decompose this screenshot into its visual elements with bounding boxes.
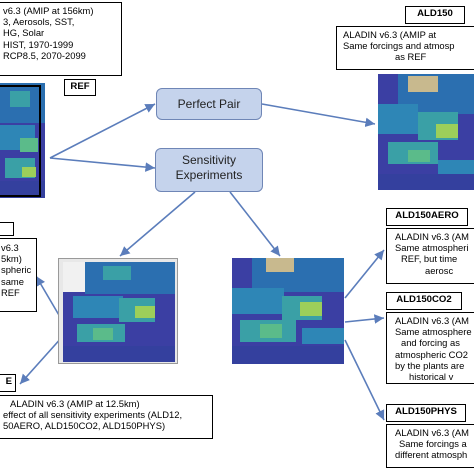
ald150aero-description-box: ALADIN v6.3 (AM Same atmospheri REF, but… — [386, 228, 474, 284]
all-sensitivity-description-box: ALADIN v6.3 (AMIP at 12.5km) effect of a… — [0, 395, 213, 439]
ald150-line-2: Same forcings and atmosp — [343, 40, 455, 52]
arrow-perfect-pair-to-ald150 — [261, 103, 376, 128]
ref-line-5: RCP8.5, 2070-2099 — [3, 49, 86, 61]
ald150co2-line-2: Same atmosphere — [395, 326, 472, 338]
left-box-line-5: REF — [1, 286, 20, 298]
bottom-line-2: effect of all sensitivity experiments (A… — [3, 409, 183, 421]
left-experiment-box: v6.3 5km) spheric same REF — [0, 238, 37, 312]
ald150phys-description-box: ALADIN v6.3 (AM Same forcings a differen… — [386, 424, 474, 468]
sensitivity-label-line-2: Experiments — [175, 168, 243, 182]
arrow-ref-to-perfect-pair — [49, 103, 156, 159]
left-box-line-4: same — [1, 275, 24, 287]
ald150co2-line-5: by the plants are — [395, 359, 465, 371]
bottom-line-3: 50AERO, ALD150CO2, ALD150PHYS) — [3, 420, 166, 432]
ald150co2-tag: ALD150CO2 — [386, 292, 462, 310]
ald150co2-line-4: atmospheric CO2 — [395, 348, 468, 360]
left-map — [63, 262, 175, 362]
arrow-sensitivity-to-middle-map — [229, 191, 281, 257]
bottom-line-1: ALADIN v6.3 (AMIP at 12.5km) — [10, 398, 140, 409]
arrow-middle-to-co2 — [344, 314, 385, 324]
ald150aero-line-1: ALADIN v6.3 (AM — [395, 231, 469, 242]
ref-map-frame — [0, 85, 41, 197]
ald150phys-tag: ALD150PHYS — [386, 404, 466, 422]
ald150co2-line-3: and forcing as — [401, 337, 460, 349]
bottom-partial-tag: E — [0, 374, 16, 392]
ald150-line-1: ALADIN v6.3 (AMIP at — [343, 29, 437, 40]
ald150co2-line-1: ALADIN v6.3 (AM — [395, 315, 469, 326]
ref-line-2: 3, Aerosols, SST, — [3, 16, 75, 28]
ref-tag: REF — [64, 79, 96, 96]
sensitivity-experiments-node: Sensitivity Experiments — [155, 148, 263, 192]
ref-line-4: HIST, 1970-1999 — [3, 38, 74, 50]
ald150phys-line-3: different atmosph — [395, 449, 468, 461]
arrow-left-map-to-bottom-box — [19, 335, 64, 385]
ald150-map — [378, 74, 474, 190]
ald150phys-line-2: Same forcings a — [399, 438, 467, 450]
ald150-tag: ALD150 — [405, 6, 465, 24]
ald150aero-line-4: aerosc — [425, 264, 454, 276]
left-box-line-3: spheric — [1, 264, 32, 276]
ald150aero-tag: ALD150AERO — [386, 208, 468, 226]
arrow-middle-to-phys — [344, 339, 385, 421]
ref-line-3: HG, Solar — [3, 27, 45, 39]
arrow-ref-to-sensitivity — [49, 157, 156, 172]
arrow-middle-to-aero — [344, 249, 385, 299]
ald150co2-description-box: ALADIN v6.3 (AM Same atmosphere and forc… — [386, 312, 474, 384]
ald150-description-box: ALADIN v6.3 (AMIP at Same forcings and a… — [336, 26, 474, 70]
ref-map — [0, 83, 45, 198]
left-box-line-1: v6.3 — [1, 242, 19, 253]
perfect-pair-node: Perfect Pair — [156, 88, 262, 120]
ald150-line-3: as REF — [395, 51, 427, 63]
left-box-line-2: 5km) — [1, 253, 22, 265]
ald150aero-line-3: REF, but time — [401, 253, 458, 265]
ref-line-1: v6.3 (AMIP at 156km) — [3, 5, 94, 16]
ald150aero-line-2: Same atmospheri — [395, 242, 469, 254]
middle-map — [232, 258, 344, 364]
ref-description-box: v6.3 (AMIP at 156km) 3, Aerosols, SST, H… — [0, 2, 122, 76]
ald150co2-line-6: historical v — [409, 371, 454, 383]
sensitivity-label-line-1: Sensitivity — [181, 153, 237, 167]
ald150phys-line-1: ALADIN v6.3 (AM — [395, 427, 469, 438]
arrow-sensitivity-to-left-map — [119, 191, 196, 257]
left-partial-tag — [0, 222, 14, 236]
